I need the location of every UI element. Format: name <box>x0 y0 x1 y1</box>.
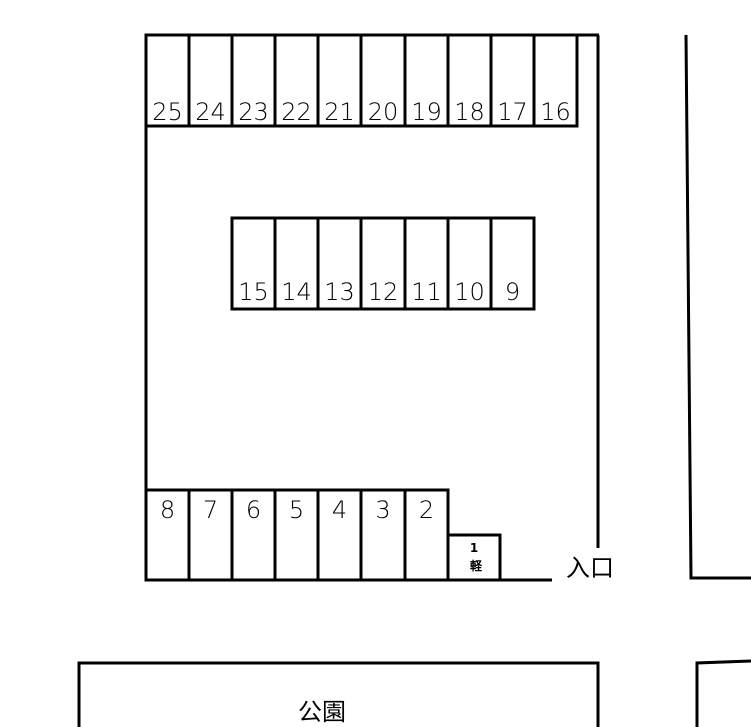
entrance-label: 入口 <box>566 554 614 582</box>
parking-stall[interactable]: 12 <box>359 216 407 311</box>
neighbor-building-bottom-right <box>695 659 751 727</box>
parking-stall[interactable]: 21 <box>316 33 363 128</box>
parking-stall[interactable]: 14 <box>273 216 320 311</box>
stall-number: 21 <box>324 98 355 126</box>
parking-stall[interactable]: 22 <box>273 33 320 128</box>
stall-number: 15 <box>238 278 269 306</box>
parking-stall[interactable]: 2 <box>403 488 450 582</box>
stall-number: 18 <box>454 98 485 126</box>
stall-number: 8 <box>160 496 175 524</box>
top-stall-row: 25 24 23 22 21 20 19 18 17 16 <box>144 33 579 128</box>
stall-outline <box>532 33 579 128</box>
parking-stall[interactable]: 4 <box>316 488 363 582</box>
stall-number: 2 <box>419 496 434 524</box>
parking-stall[interactable]: 9 <box>489 216 536 311</box>
parking-stall[interactable]: 8 <box>144 488 191 582</box>
parking-stall[interactable]: 3 <box>359 488 407 582</box>
neighbor-building-right <box>684 34 751 580</box>
stall-number: 9 <box>505 278 520 306</box>
stall-number: 11 <box>411 278 442 306</box>
stall-number: 3 <box>375 496 390 524</box>
middle-stall-row: 15 14 13 12 11 10 9 <box>230 216 536 311</box>
parking-stall[interactable]: 11 <box>403 216 450 311</box>
stall-outline <box>489 216 536 311</box>
parking-stall[interactable]: 13 <box>316 216 363 311</box>
kei-stall-number: 1 <box>470 541 478 555</box>
kei-stall-1[interactable]: 1 軽 <box>446 533 502 582</box>
parking-stall[interactable]: 24 <box>187 33 234 128</box>
parking-stall[interactable]: 10 <box>446 216 493 311</box>
stall-number: 4 <box>332 496 347 524</box>
parking-stall[interactable]: 15 <box>230 216 277 311</box>
stall-number: 24 <box>195 98 226 126</box>
stall-number: 22 <box>281 98 312 126</box>
stall-number: 14 <box>281 278 312 306</box>
stall-number: 13 <box>324 278 355 306</box>
stall-number: 10 <box>454 278 485 306</box>
park-area <box>77 661 600 727</box>
stall-number: 5 <box>289 496 304 524</box>
stall-number: 20 <box>368 98 399 126</box>
stall-number: 6 <box>246 496 261 524</box>
stall-number: 17 <box>497 98 528 126</box>
stall-number: 12 <box>368 278 399 306</box>
stall-number: 7 <box>203 496 218 524</box>
park-label: 公園 <box>298 698 346 726</box>
parking-stall[interactable]: 16 <box>532 33 579 128</box>
stall-number: 23 <box>238 98 269 126</box>
parking-stall[interactable]: 20 <box>359 33 407 128</box>
parking-stall[interactable]: 18 <box>446 33 493 128</box>
parking-stall[interactable]: 5 <box>273 488 320 582</box>
stall-number: 16 <box>540 98 571 126</box>
parking-stall[interactable]: 6 <box>230 488 277 582</box>
stall-number: 25 <box>152 98 183 126</box>
parking-stall[interactable]: 25 <box>144 33 191 128</box>
parking-stall[interactable]: 17 <box>489 33 536 128</box>
parking-stall[interactable]: 23 <box>230 33 277 128</box>
kei-stall-type: 軽 <box>470 558 483 573</box>
parking-stall[interactable]: 19 <box>403 33 450 128</box>
stall-number: 19 <box>411 98 442 126</box>
parking-stall[interactable]: 7 <box>187 488 234 582</box>
